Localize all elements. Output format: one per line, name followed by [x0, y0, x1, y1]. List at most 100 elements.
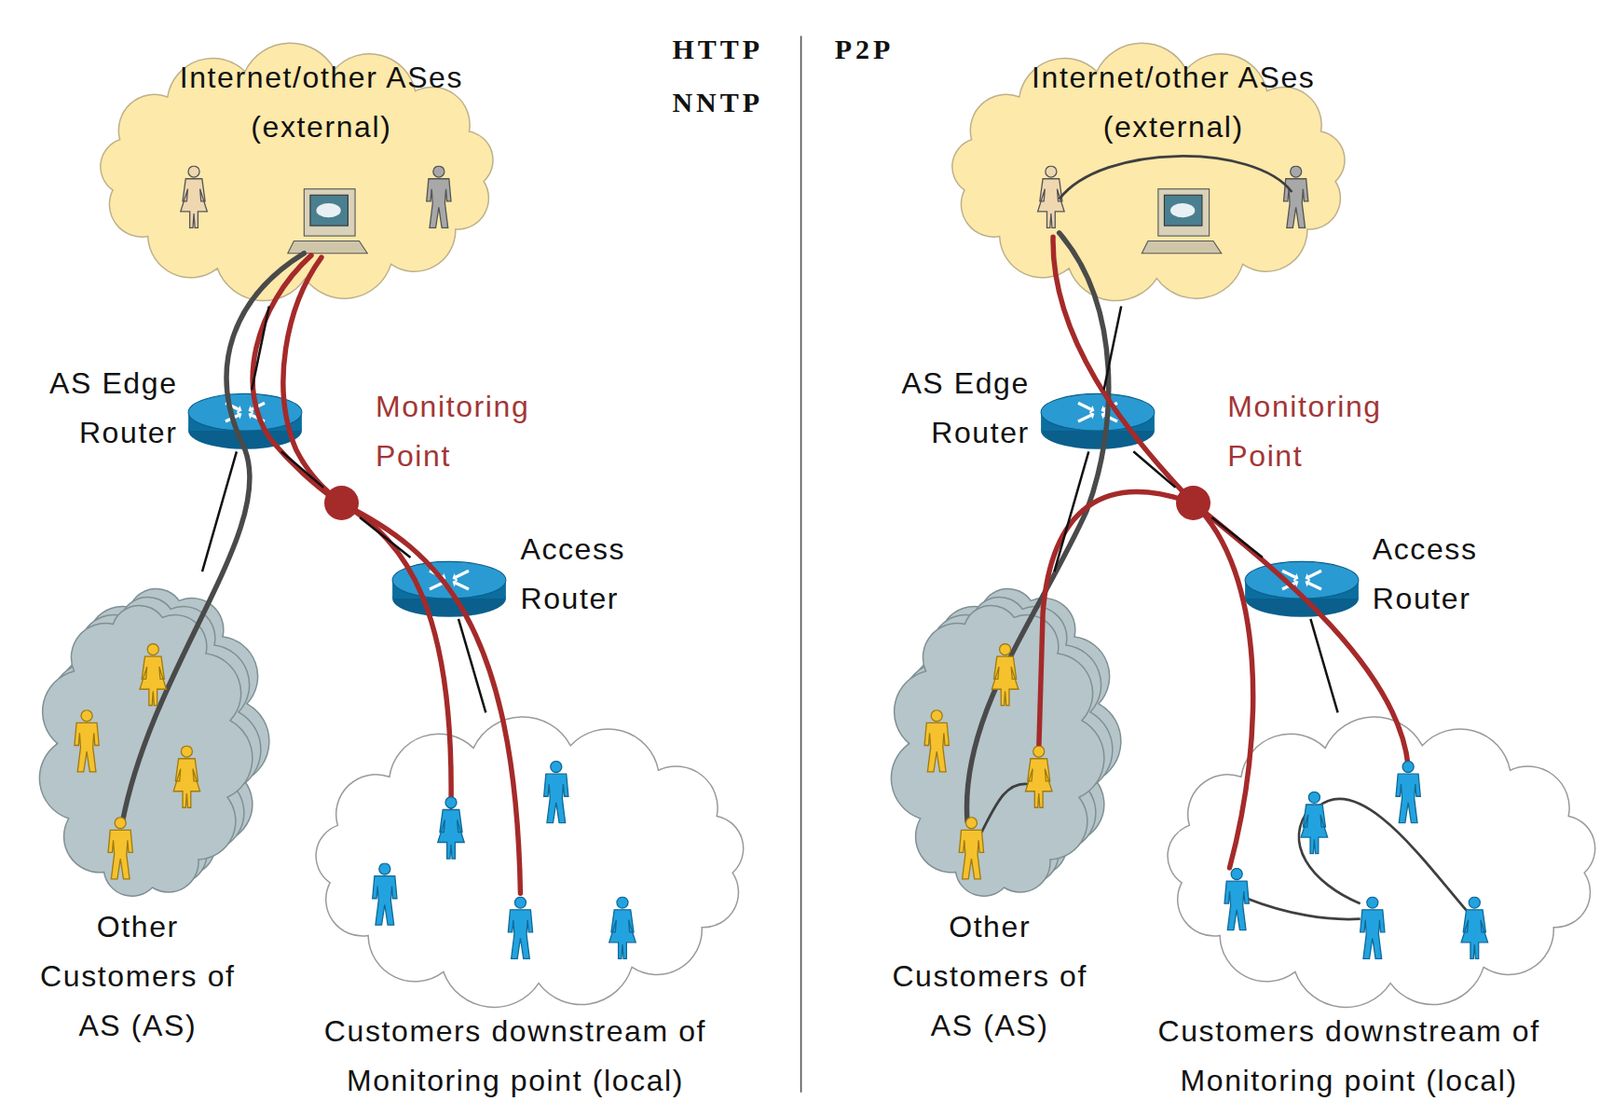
computer-icon	[1170, 203, 1195, 218]
network-link	[251, 306, 270, 391]
node-shape	[323, 484, 360, 521]
router-arrowhead	[1304, 578, 1311, 587]
local-customers	[544, 760, 569, 822]
cloud-outline	[891, 605, 1105, 897]
as-customers	[74, 643, 1053, 879]
external-people	[180, 165, 1309, 228]
router-arrow	[456, 570, 470, 577]
router-node: Access Router	[1243, 557, 1361, 619]
node-shape	[30, 571, 276, 915]
computer-icon	[303, 189, 356, 236]
cloud-outline	[39, 605, 252, 897]
external-people	[180, 165, 207, 228]
router-arrowhead	[452, 573, 459, 581]
router-top	[1040, 394, 1155, 432]
monitoring-label: Monitoring Point	[1227, 382, 1447, 481]
label-holder: Internet/other ASes (external)	[974, 53, 1373, 152]
router-arrowhead	[1293, 573, 1300, 581]
local-customers	[372, 862, 397, 925]
network-link	[1053, 451, 1089, 572]
local-customers	[372, 760, 1489, 958]
router-arrowhead	[452, 578, 459, 587]
computer-icon	[287, 241, 368, 254]
router-arrowhead	[1089, 411, 1095, 420]
computer-icon	[1158, 189, 1210, 236]
router-label: Access Router	[519, 524, 673, 624]
router-label: Access Router	[1372, 524, 1526, 624]
cloud-label: Other Customers of AS (AS)	[33, 902, 243, 1051]
monitored-flows	[1052, 236, 1409, 766]
monitored-flows	[1039, 492, 1194, 751]
p2p-links	[1059, 155, 1293, 199]
router-arrow	[1078, 403, 1092, 411]
router-icon	[1244, 560, 1359, 616]
router-arrow	[429, 582, 443, 589]
router-label: AS Edge Router	[1, 358, 178, 458]
network-link	[458, 618, 486, 712]
label-holder: Other Customers of AS (AS)	[33, 902, 243, 1051]
as-customers	[924, 710, 949, 772]
local-customers	[437, 796, 465, 859]
network-cloud: Customers downstream of Monitoring point…	[296, 711, 765, 1014]
monitored-flows	[283, 257, 520, 893]
monitoring-label: Monitoring Point	[375, 382, 595, 481]
computer-icon	[315, 203, 341, 218]
router-arrow	[456, 582, 470, 589]
label-holder: Access Router	[1372, 524, 1526, 624]
monitoring-point: Monitoring Point	[323, 484, 360, 521]
router-label: AS Edge Router	[854, 358, 1030, 458]
router-arrow	[1078, 415, 1092, 423]
network-cloud: Other Customers of AS (AS)	[882, 571, 1128, 915]
router-arrowhead	[1089, 405, 1095, 413]
cloud-label: Customers downstream of Monitoring point…	[1108, 1006, 1589, 1106]
router-arrowhead	[236, 405, 243, 413]
protocol-label: HTTP	[559, 30, 764, 69]
panel-divider	[800, 35, 803, 1092]
node-shape	[296, 711, 765, 1014]
as-customers	[958, 817, 984, 879]
cloud-label: Internet/other ASes (external)	[974, 53, 1373, 152]
as-customers	[139, 643, 166, 706]
cloud-label: Customers downstream of Monitoring point…	[275, 1006, 756, 1106]
router-arrowhead	[248, 405, 255, 413]
protocol-label: NNTP	[559, 83, 764, 122]
label-holder: Monitoring Point	[1227, 382, 1447, 481]
p2p-links	[1318, 798, 1470, 914]
label-holder: HTTP	[559, 30, 764, 69]
router-arrowhead	[248, 411, 255, 420]
network-link	[281, 451, 324, 488]
cloud-label: Internet/other ASes (external)	[122, 53, 520, 152]
network-cloud: Customers downstream of Monitoring point…	[1148, 711, 1600, 1014]
label-holder: Other Customers of AS (AS)	[885, 902, 1095, 1051]
label-holder: P2P	[834, 30, 1040, 69]
cloud-outline	[315, 716, 744, 1007]
router-arrowhead	[1100, 405, 1107, 413]
computer-icon	[310, 194, 349, 226]
network-link	[202, 451, 237, 572]
node-shape	[882, 571, 1128, 915]
grey-flows	[122, 253, 304, 822]
local-customers	[1461, 896, 1488, 958]
router-arrow	[1308, 582, 1322, 589]
computer-icon	[287, 189, 368, 254]
label-holder: Internet/other ASes (external)	[122, 53, 520, 152]
local-customers	[1395, 760, 1421, 822]
label-holder: AS Edge Router	[854, 358, 1030, 458]
protocol-label: P2P	[834, 30, 1040, 69]
local-customers	[1360, 896, 1385, 958]
local-customers	[1224, 867, 1249, 930]
monitored-flows	[252, 255, 452, 807]
local-customers	[1300, 791, 1327, 853]
monitored-flows	[1193, 503, 1254, 868]
label-holder: AS Edge Router	[1, 358, 178, 458]
node-shape	[1175, 484, 1212, 521]
label-holder: NNTP	[559, 83, 764, 122]
monitored-flows	[252, 236, 1409, 893]
network-link	[359, 517, 411, 558]
computer-icon	[1141, 189, 1221, 254]
network-link	[1133, 451, 1176, 488]
as-customers	[74, 710, 99, 772]
network-link	[1310, 618, 1338, 712]
